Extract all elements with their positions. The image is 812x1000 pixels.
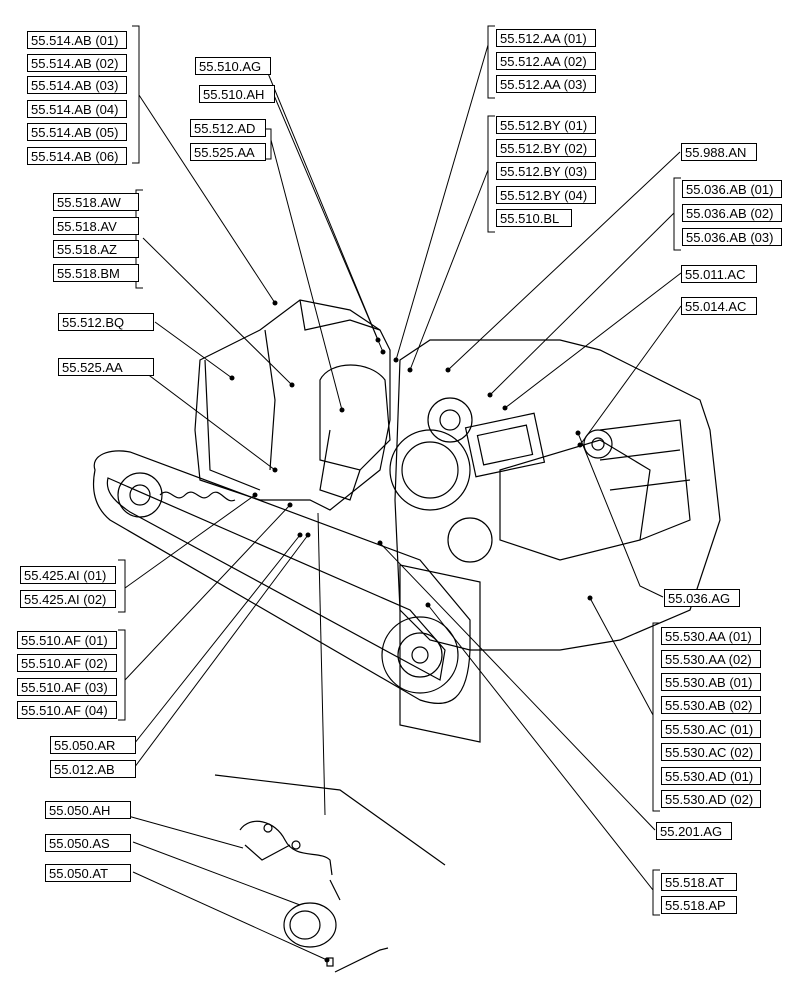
- part-label[interactable]: 55.988.AN: [681, 143, 757, 161]
- part-label[interactable]: 55.012.AB: [50, 760, 136, 778]
- part-label[interactable]: 55.510.AG: [195, 57, 271, 75]
- part-label[interactable]: 55.512.BY (01): [496, 116, 596, 134]
- tension-spring: [159, 491, 236, 502]
- part-label[interactable]: 55.530.AD (01): [661, 767, 761, 785]
- part-label[interactable]: 55.512.BY (02): [496, 139, 596, 157]
- part-label[interactable]: 55.510.AF (03): [17, 678, 117, 696]
- part-label[interactable]: 55.525.AA: [58, 358, 154, 376]
- part-label[interactable]: 55.014.AC: [681, 297, 757, 315]
- part-label[interactable]: 55.011.AC: [681, 265, 757, 283]
- part-label[interactable]: 55.518.AV: [53, 217, 139, 235]
- wire-harness: [239, 820, 333, 876]
- part-label[interactable]: 55.530.AA (01): [661, 627, 761, 645]
- part-label[interactable]: 55.518.AT: [661, 873, 737, 891]
- control-valve: [464, 412, 546, 478]
- housing-outline: [394, 339, 721, 651]
- part-label[interactable]: 55.201.AG: [656, 822, 732, 840]
- fan: [447, 517, 493, 563]
- ring-gear: [389, 429, 471, 511]
- leader-lines: [118, 25, 682, 961]
- part-label[interactable]: 55.530.AC (02): [661, 743, 761, 761]
- part-label[interactable]: 55.512.BQ: [58, 313, 154, 331]
- part-label[interactable]: 55.518.BM: [53, 264, 139, 282]
- part-label[interactable]: 55.530.AC (01): [661, 720, 761, 738]
- part-label[interactable]: 55.510.AF (04): [17, 701, 117, 719]
- part-label[interactable]: 55.525.AA: [190, 143, 266, 161]
- part-label[interactable]: 55.036.AB (03): [682, 228, 782, 246]
- track-outline: [92, 450, 471, 704]
- part-label[interactable]: 55.050.AT: [45, 864, 131, 882]
- swing-motor: [427, 397, 473, 443]
- part-label[interactable]: 55.530.AD (02): [661, 790, 761, 808]
- part-label[interactable]: 55.036.AB (01): [682, 180, 782, 198]
- part-label[interactable]: 55.512.AA (02): [496, 52, 596, 70]
- part-label[interactable]: 55.530.AB (02): [661, 696, 761, 714]
- part-label[interactable]: 55.425.AI (01): [20, 566, 116, 584]
- part-label[interactable]: 55.512.AD: [190, 119, 266, 137]
- part-label[interactable]: 55.512.BY (03): [496, 162, 596, 180]
- travel-sprocket: [381, 616, 459, 694]
- part-label[interactable]: 55.036.AG: [664, 589, 740, 607]
- part-label[interactable]: 55.425.AI (02): [20, 590, 116, 608]
- part-label[interactable]: 55.514.AB (06): [27, 147, 127, 165]
- part-label[interactable]: 55.512.BY (04): [496, 186, 596, 204]
- part-label[interactable]: 55.510.AF (01): [17, 631, 117, 649]
- part-label[interactable]: 55.518.AZ: [53, 240, 139, 258]
- part-label[interactable]: 55.518.AP: [661, 896, 737, 914]
- part-label[interactable]: 55.512.AA (03): [496, 75, 596, 93]
- idler: [117, 472, 163, 518]
- part-label[interactable]: 55.530.AB (01): [661, 673, 761, 691]
- part-label[interactable]: 55.510.BL: [496, 209, 572, 227]
- part-label[interactable]: 55.514.AB (02): [27, 54, 127, 72]
- blower-fan: [283, 902, 337, 948]
- part-label[interactable]: 55.050.AH: [45, 801, 131, 819]
- cab-outline: [194, 299, 391, 511]
- part-label[interactable]: 55.530.AA (02): [661, 650, 761, 668]
- part-label[interactable]: 55.050.AR: [50, 736, 136, 754]
- part-label[interactable]: 55.514.AB (04): [27, 100, 127, 118]
- part-label[interactable]: 55.036.AB (02): [682, 204, 782, 222]
- part-label[interactable]: 55.518.AW: [53, 193, 139, 211]
- part-label[interactable]: 55.050.AS: [45, 834, 131, 852]
- seat-outline: [319, 364, 391, 471]
- fan-pulley: [583, 429, 613, 459]
- part-label[interactable]: 55.512.AA (01): [496, 29, 596, 47]
- part-label[interactable]: 55.514.AB (01): [27, 31, 127, 49]
- leader-dots: [229, 300, 593, 963]
- part-label[interactable]: 55.514.AB (03): [27, 76, 127, 94]
- part-label[interactable]: 55.510.AH: [199, 85, 275, 103]
- part-label[interactable]: 55.514.AB (05): [27, 123, 127, 141]
- part-label[interactable]: 55.510.AF (02): [17, 654, 117, 672]
